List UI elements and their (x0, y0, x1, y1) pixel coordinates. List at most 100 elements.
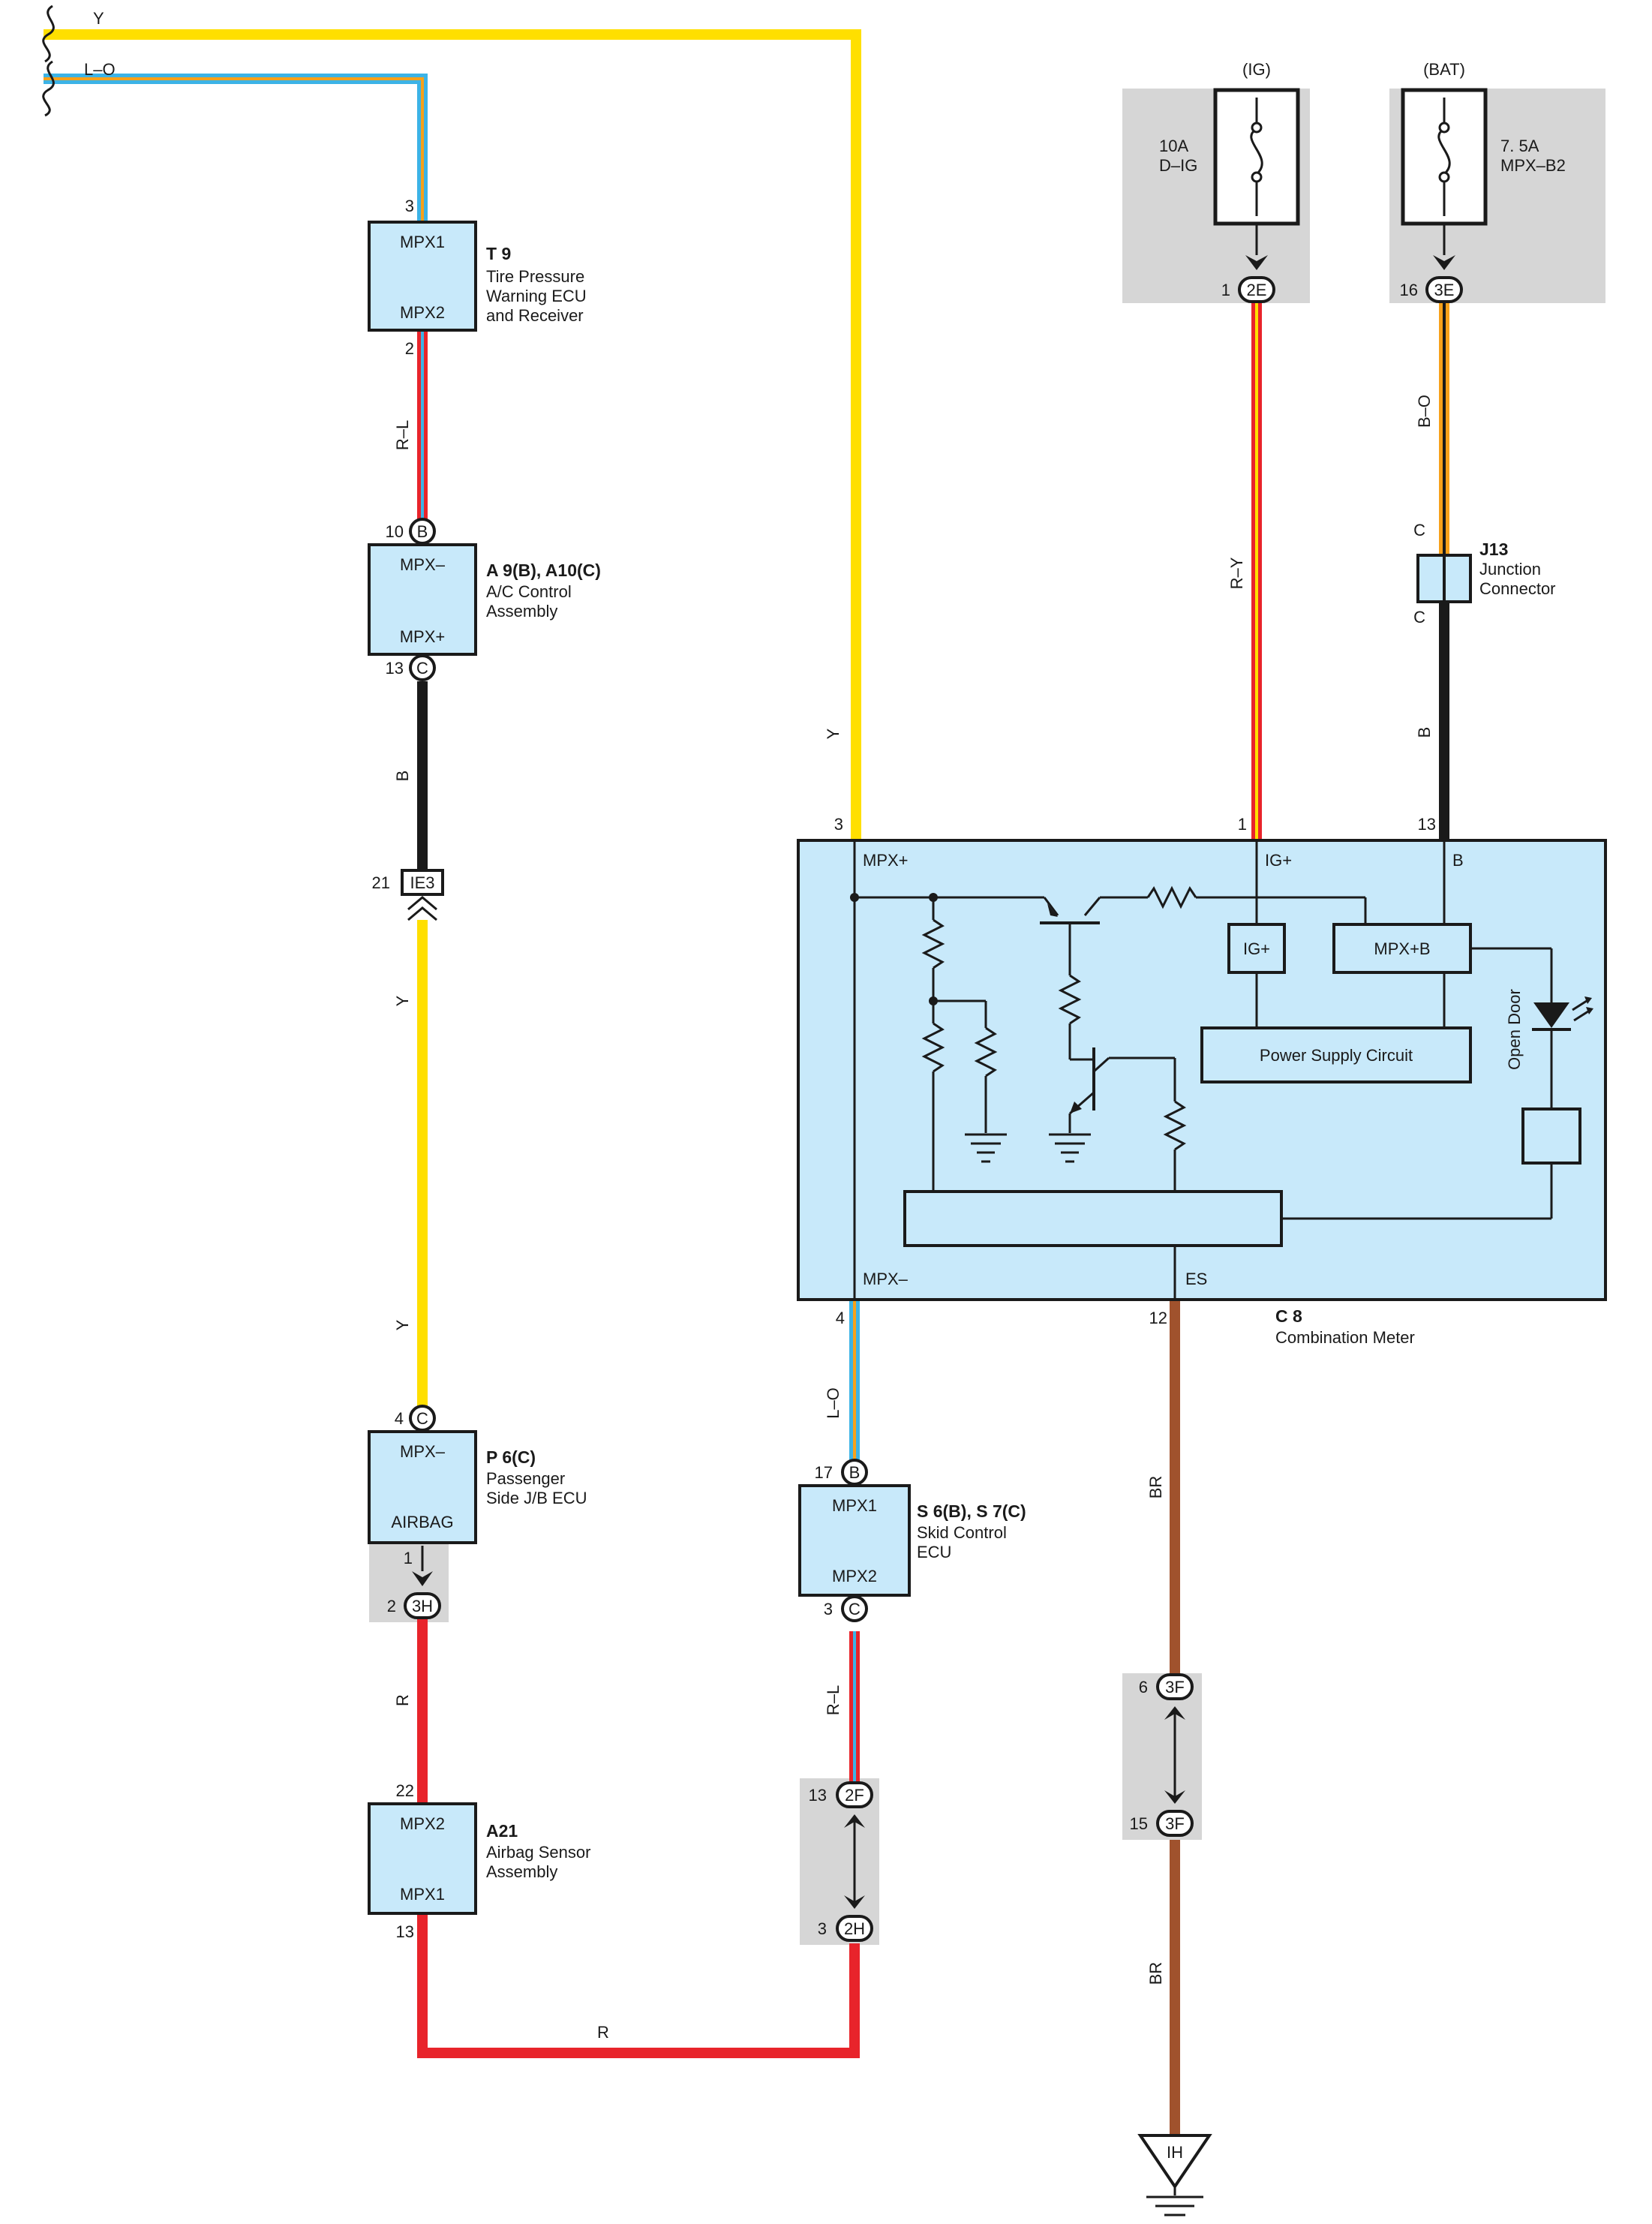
led-icon (1532, 996, 1593, 1031)
svg-text:3F: 3F (1165, 1814, 1185, 1833)
c8-desc1: Combination Meter (1275, 1328, 1415, 1347)
connector-arrow-icon (1164, 1790, 1185, 1804)
svg-text:2H: 2H (844, 1919, 865, 1938)
wire-label-y-3: Y (824, 728, 843, 739)
t9-id: T 9 (486, 244, 511, 263)
component-a21: 22 MPX2 MPX1 13 A21 Airbag Sensor Assemb… (368, 1781, 590, 1941)
svg-text:MPX2: MPX2 (400, 1814, 445, 1833)
resistor-icon (921, 1001, 945, 1192)
wire-lo-top (44, 74, 428, 222)
svg-text:10: 10 (386, 522, 404, 541)
connector-arrow-icon (844, 1895, 865, 1909)
svg-text:17: 17 (815, 1463, 833, 1482)
svg-text:Junction: Junction (1479, 560, 1541, 579)
p6-id: P 6(C) (486, 1447, 536, 1467)
wire-label-y-2: Y (393, 1319, 412, 1330)
wire-label-lo-2: L–O (824, 1387, 843, 1419)
svg-text:13: 13 (396, 1922, 414, 1941)
t9-desc1: Tire Pressure (486, 267, 584, 286)
svg-text:MPX–: MPX– (400, 555, 446, 574)
t9-pin-top: 3 (405, 197, 414, 215)
resistor-icon (921, 897, 945, 1001)
svg-text:3: 3 (824, 1600, 833, 1618)
svg-text:Skid Control: Skid Control (917, 1523, 1007, 1542)
resistor-icon (1146, 885, 1197, 909)
svg-text:MPX–: MPX– (400, 1442, 446, 1461)
svg-text:C: C (416, 659, 428, 678)
a21-id: A21 (486, 1821, 518, 1841)
svg-text:3: 3 (818, 1919, 827, 1938)
c8-num-mpx-plus: 3 (834, 815, 843, 834)
component-p6: C 4 MPX– AIRBAG P 6(C) Passenger Side J/… (368, 1405, 587, 1544)
c8-mpxb-box-label: MPX+B (1374, 939, 1430, 958)
svg-text:C: C (849, 1600, 861, 1618)
wire-label-bo: B–O (1415, 395, 1434, 428)
fuse-bat-name: MPX–B2 (1500, 156, 1566, 175)
junction-ie3: IE3 21 (372, 869, 444, 921)
fuse-ig: (IG) 10A D–IG (1159, 60, 1300, 270)
wire-label-r-2: R (597, 2023, 609, 2042)
svg-text:6: 6 (1139, 1678, 1148, 1697)
svg-text:1: 1 (404, 1549, 413, 1567)
resistor-icon (1163, 1100, 1187, 1151)
junction-2f-2h: 2F 13 2H 3 (809, 1781, 873, 1942)
wire-break-symbol (42, 5, 55, 117)
fuse-bat-header: (BAT) (1423, 60, 1465, 79)
c8-logic-block (903, 1190, 1283, 1247)
component-c8: 3 1 13 4 12 MPX+ IG+ B MPX– ES (797, 815, 1607, 1347)
wire-label-b-1: B (393, 771, 412, 782)
t9-pin-label-b: MPX2 (400, 303, 445, 322)
component-a9: B 10 MPX– MPX+ C 13 A 9(B), A10(C) A/C C… (368, 518, 601, 681)
svg-text:C: C (1413, 608, 1425, 627)
svg-text:Passenger: Passenger (486, 1469, 565, 1488)
component-s6: B 17 MPX1 MPX2 C 3 S 6(B), S 7(C) Skid C… (798, 1459, 1026, 1622)
svg-text:21: 21 (372, 873, 390, 892)
connector-arrow-icon (1245, 255, 1268, 270)
j13-id: J13 (1479, 539, 1508, 559)
c8-label-b: B (1452, 851, 1464, 870)
svg-text:Assembly: Assembly (486, 1862, 557, 1881)
svg-text:AIRBAG: AIRBAG (391, 1513, 453, 1531)
svg-text:13: 13 (386, 659, 404, 678)
fuse-ig-name: D–IG (1159, 156, 1197, 175)
connector-arrow-icon (1164, 1706, 1185, 1720)
component-j13: C C J13 Junction Connector (1413, 521, 1555, 627)
c8-lamp-box (1521, 1107, 1581, 1165)
wire-label-y-1: Y (393, 995, 412, 1006)
svg-text:16: 16 (1400, 281, 1418, 299)
wire-label-y-top: Y (93, 9, 104, 28)
junction-2e: 2E 1 (1221, 276, 1275, 303)
svg-text:Assembly: Assembly (486, 602, 557, 621)
c8-power-supply-box (1200, 1026, 1472, 1083)
svg-text:1: 1 (1221, 281, 1230, 299)
wire-r-bottom (417, 1913, 860, 2058)
junction-3f: 3F 6 3F 15 (1130, 1673, 1194, 1837)
svg-text:B: B (849, 1463, 861, 1482)
ground-icon: IH (1137, 2134, 1212, 2216)
svg-text:ECU: ECU (917, 1543, 951, 1561)
connector-arrow-icon (844, 1814, 865, 1828)
c8-label-ig-plus: IG+ (1265, 851, 1292, 870)
wire-y-top (44, 29, 861, 840)
svg-text:3H: 3H (412, 1597, 433, 1615)
c8-id: C 8 (1275, 1306, 1302, 1326)
ground-label: IH (1167, 2143, 1183, 2162)
svg-text:A/C Control: A/C Control (486, 582, 572, 601)
svg-text:2E: 2E (1247, 281, 1267, 299)
resistor-icon (974, 1001, 998, 1133)
connector-arrow-icon (412, 1571, 433, 1586)
fuse-bat: (BAT) 7. 5A MPX–B2 (1401, 60, 1566, 270)
c8-label-es: ES (1185, 1270, 1207, 1288)
wire-label-lo-top: L–O (84, 60, 116, 79)
ground-icon (1049, 1133, 1091, 1163)
fuse-ig-header: (IG) (1242, 60, 1271, 79)
svg-text:MPX1: MPX1 (400, 1885, 445, 1904)
svg-text:13: 13 (809, 1786, 827, 1805)
t9-pin-label-a: MPX1 (400, 233, 445, 251)
component-t9: 3 MPX1 MPX2 2 T 9 Tire Pressure Warning … (368, 197, 587, 358)
c8-mpxb-box (1332, 923, 1472, 974)
svg-text:15: 15 (1130, 1814, 1148, 1833)
connector-arrow-icon (407, 896, 437, 921)
svg-text:22: 22 (396, 1781, 414, 1800)
s6-id: S 6(B), S 7(C) (917, 1501, 1026, 1521)
